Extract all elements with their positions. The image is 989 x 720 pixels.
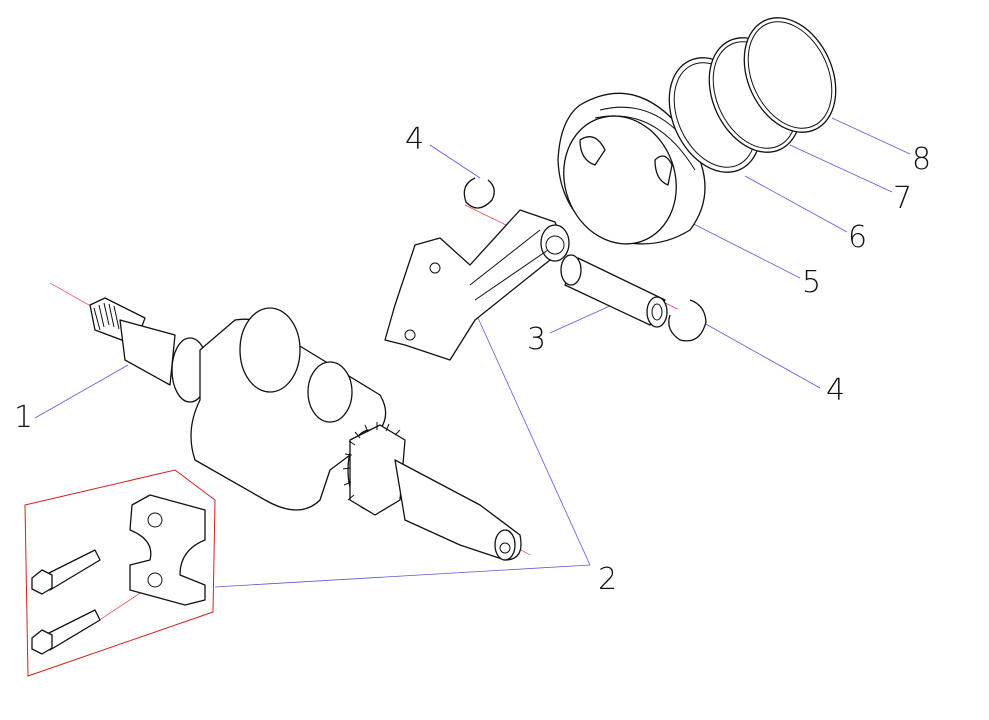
piston-ring-top[interactable] <box>727 3 854 147</box>
crankshaft[interactable] <box>89 297 522 561</box>
pin-clip-lower[interactable] <box>668 299 707 342</box>
callout-pin-clip-lower: 4 <box>826 373 846 408</box>
callout-ring-oil: 6 <box>848 220 868 255</box>
connecting-rod[interactable] <box>384 209 570 361</box>
callout-pin-clip-upper: 4 <box>405 122 425 157</box>
callout-crankshaft: 1 <box>14 400 34 435</box>
callout-piston: 5 <box>802 265 822 300</box>
piston[interactable] <box>546 92 706 260</box>
callout-connecting-rod-kit: 2 <box>598 562 618 597</box>
pin-clip-upper[interactable] <box>463 177 495 209</box>
callout-ring-second: 7 <box>893 181 913 216</box>
rod-cap-kit[interactable] <box>24 469 216 677</box>
callout-piston-pin: 3 <box>527 322 547 357</box>
leader-lines <box>34 117 911 588</box>
callout-ring-top: 8 <box>912 142 932 177</box>
piston-pin[interactable] <box>560 254 668 328</box>
